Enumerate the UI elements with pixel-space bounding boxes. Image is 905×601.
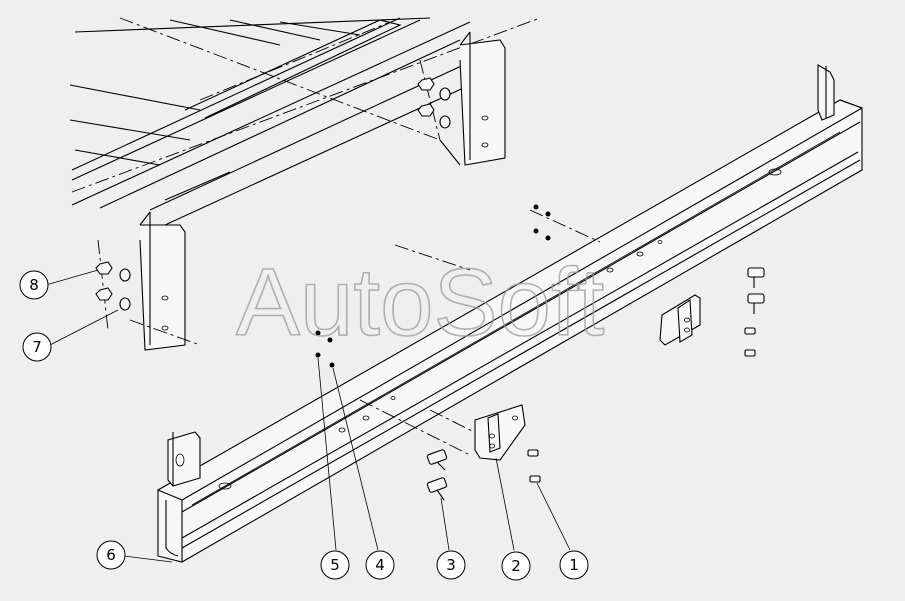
callout-8: 8 <box>19 270 49 300</box>
callout-label: 3 <box>446 556 456 574</box>
screws-item-1 <box>527 327 756 483</box>
callout-4: 4 <box>365 550 395 580</box>
washer-item-7 <box>119 297 131 311</box>
callout-label: 7 <box>32 338 42 356</box>
callout-7: 7 <box>22 332 52 362</box>
callout-label: 8 <box>29 276 39 294</box>
callout-label: 4 <box>375 556 385 574</box>
callout-5: 5 <box>320 550 350 580</box>
washer-upper-b <box>439 115 451 129</box>
callout-label: 2 <box>511 557 521 575</box>
callout-3: 3 <box>436 550 466 580</box>
callout-label: 1 <box>569 556 579 574</box>
leader-lines <box>45 269 571 563</box>
frame-fasteners <box>95 77 451 311</box>
washers-items-4-5 <box>315 204 551 368</box>
callout-6: 6 <box>96 540 126 570</box>
callout-2: 2 <box>501 551 531 581</box>
end-bracket-left <box>167 431 201 487</box>
bumper-rail <box>157 99 863 563</box>
washer-upper-a <box>439 87 451 101</box>
nut-item-8-a <box>95 261 113 275</box>
mounting-plate-item-2 <box>474 404 526 461</box>
nut-item-8-b <box>95 287 113 301</box>
bolts-item-3 <box>426 267 765 501</box>
washer-item-8-a <box>119 268 131 282</box>
end-bracket-right <box>817 64 835 121</box>
nut-upper-a <box>417 77 435 91</box>
callout-label: 6 <box>106 546 116 564</box>
mounting-plate-right <box>659 294 701 346</box>
callout-1: 1 <box>559 550 589 580</box>
nut-upper-b <box>417 103 435 117</box>
callout-label: 5 <box>330 556 340 574</box>
watermark: AutoSoft <box>236 249 604 356</box>
